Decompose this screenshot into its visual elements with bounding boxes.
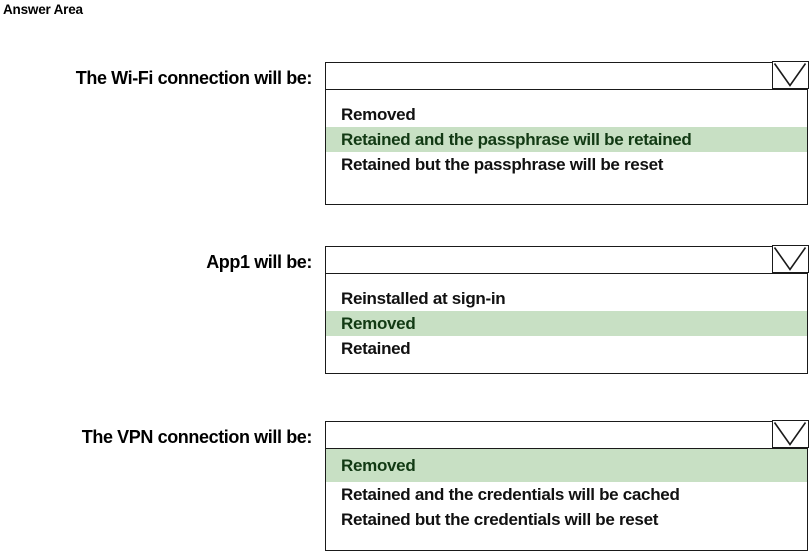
dropdown-vpn-option-0[interactable]: Removed: [326, 449, 807, 482]
question-label-vpn: The VPN connection will be:: [81, 427, 313, 447]
dropdown-vpn-toggle-button[interactable]: [771, 420, 809, 449]
dropdown-vpn-option-2[interactable]: Retained but the credentials will be res…: [326, 507, 807, 532]
option-label: Retained and the credentials will be cac…: [341, 485, 680, 504]
dropdown-vpn[interactable]: Removed Retained and the credentials wil…: [325, 420, 809, 551]
list-top-padding: [326, 90, 807, 102]
option-label: Reinstalled at sign-in: [341, 289, 506, 308]
page-title: Answer Area: [3, 2, 83, 17]
dropdown-app1-option-2[interactable]: Retained: [326, 336, 807, 361]
dropdown-vpn-field[interactable]: [325, 420, 809, 449]
dropdown-app1-option-0[interactable]: Reinstalled at sign-in: [326, 286, 807, 311]
dropdown-vpn-options-list[interactable]: Removed Retained and the credentials wil…: [325, 449, 808, 551]
option-label: Removed: [341, 456, 416, 475]
question-label-wifi: The Wi-Fi connection will be:: [75, 68, 313, 88]
dropdown-wifi-option-2[interactable]: Retained but the passphrase will be rese…: [326, 152, 807, 177]
option-label: Retained and the passphrase will be reta…: [341, 130, 692, 149]
dropdown-app1[interactable]: Reinstalled at sign-in Removed Retained: [325, 245, 809, 374]
option-label: Removed: [341, 314, 416, 333]
dropdown-wifi-option-0[interactable]: Removed: [326, 102, 807, 127]
dropdown-wifi-toggle-button[interactable]: [771, 61, 809, 90]
dropdown-wifi-options-list[interactable]: Removed Retained and the passphrase will…: [325, 90, 808, 205]
dropdown-app1-field[interactable]: [325, 245, 809, 274]
dropdown-wifi[interactable]: Removed Retained and the passphrase will…: [325, 61, 809, 205]
option-label: Retained: [341, 339, 411, 358]
dropdown-wifi-field[interactable]: [325, 61, 809, 90]
option-label: Retained but the passphrase will be rese…: [341, 155, 664, 174]
list-bottom-padding: [326, 177, 807, 204]
list-bottom-padding: [326, 532, 807, 550]
dropdown-app1-toggle-button[interactable]: [771, 245, 809, 274]
dropdown-app1-options-list[interactable]: Reinstalled at sign-in Removed Retained: [325, 274, 808, 374]
dropdown-vpn-option-1[interactable]: Retained and the credentials will be cac…: [326, 482, 807, 507]
option-label: Retained but the credentials will be res…: [341, 510, 659, 529]
dropdown-app1-option-1[interactable]: Removed: [326, 311, 807, 336]
list-top-padding: [326, 274, 807, 286]
dropdown-wifi-option-1[interactable]: Retained and the passphrase will be reta…: [326, 127, 807, 152]
option-label: Removed: [341, 105, 416, 124]
list-bottom-padding: [326, 361, 807, 373]
question-label-app1: App1 will be:: [206, 252, 312, 272]
